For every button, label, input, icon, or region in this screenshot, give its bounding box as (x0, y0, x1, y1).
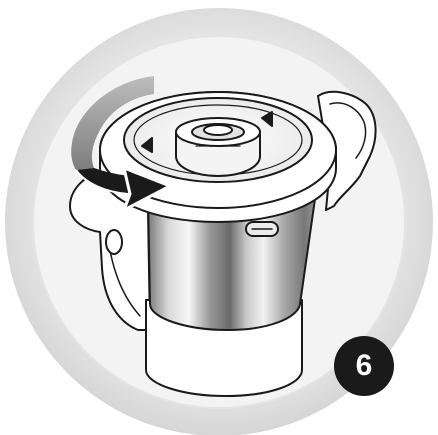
rotate-clockwise-arrow-icon (71, 76, 172, 212)
lid-tab-left (141, 137, 153, 153)
latch-button (105, 229, 123, 255)
step-number: 6 (355, 349, 373, 382)
lid-tab-right (261, 111, 273, 127)
food-processor-bowl (69, 90, 377, 397)
step-number-badge: 6 (334, 336, 394, 396)
